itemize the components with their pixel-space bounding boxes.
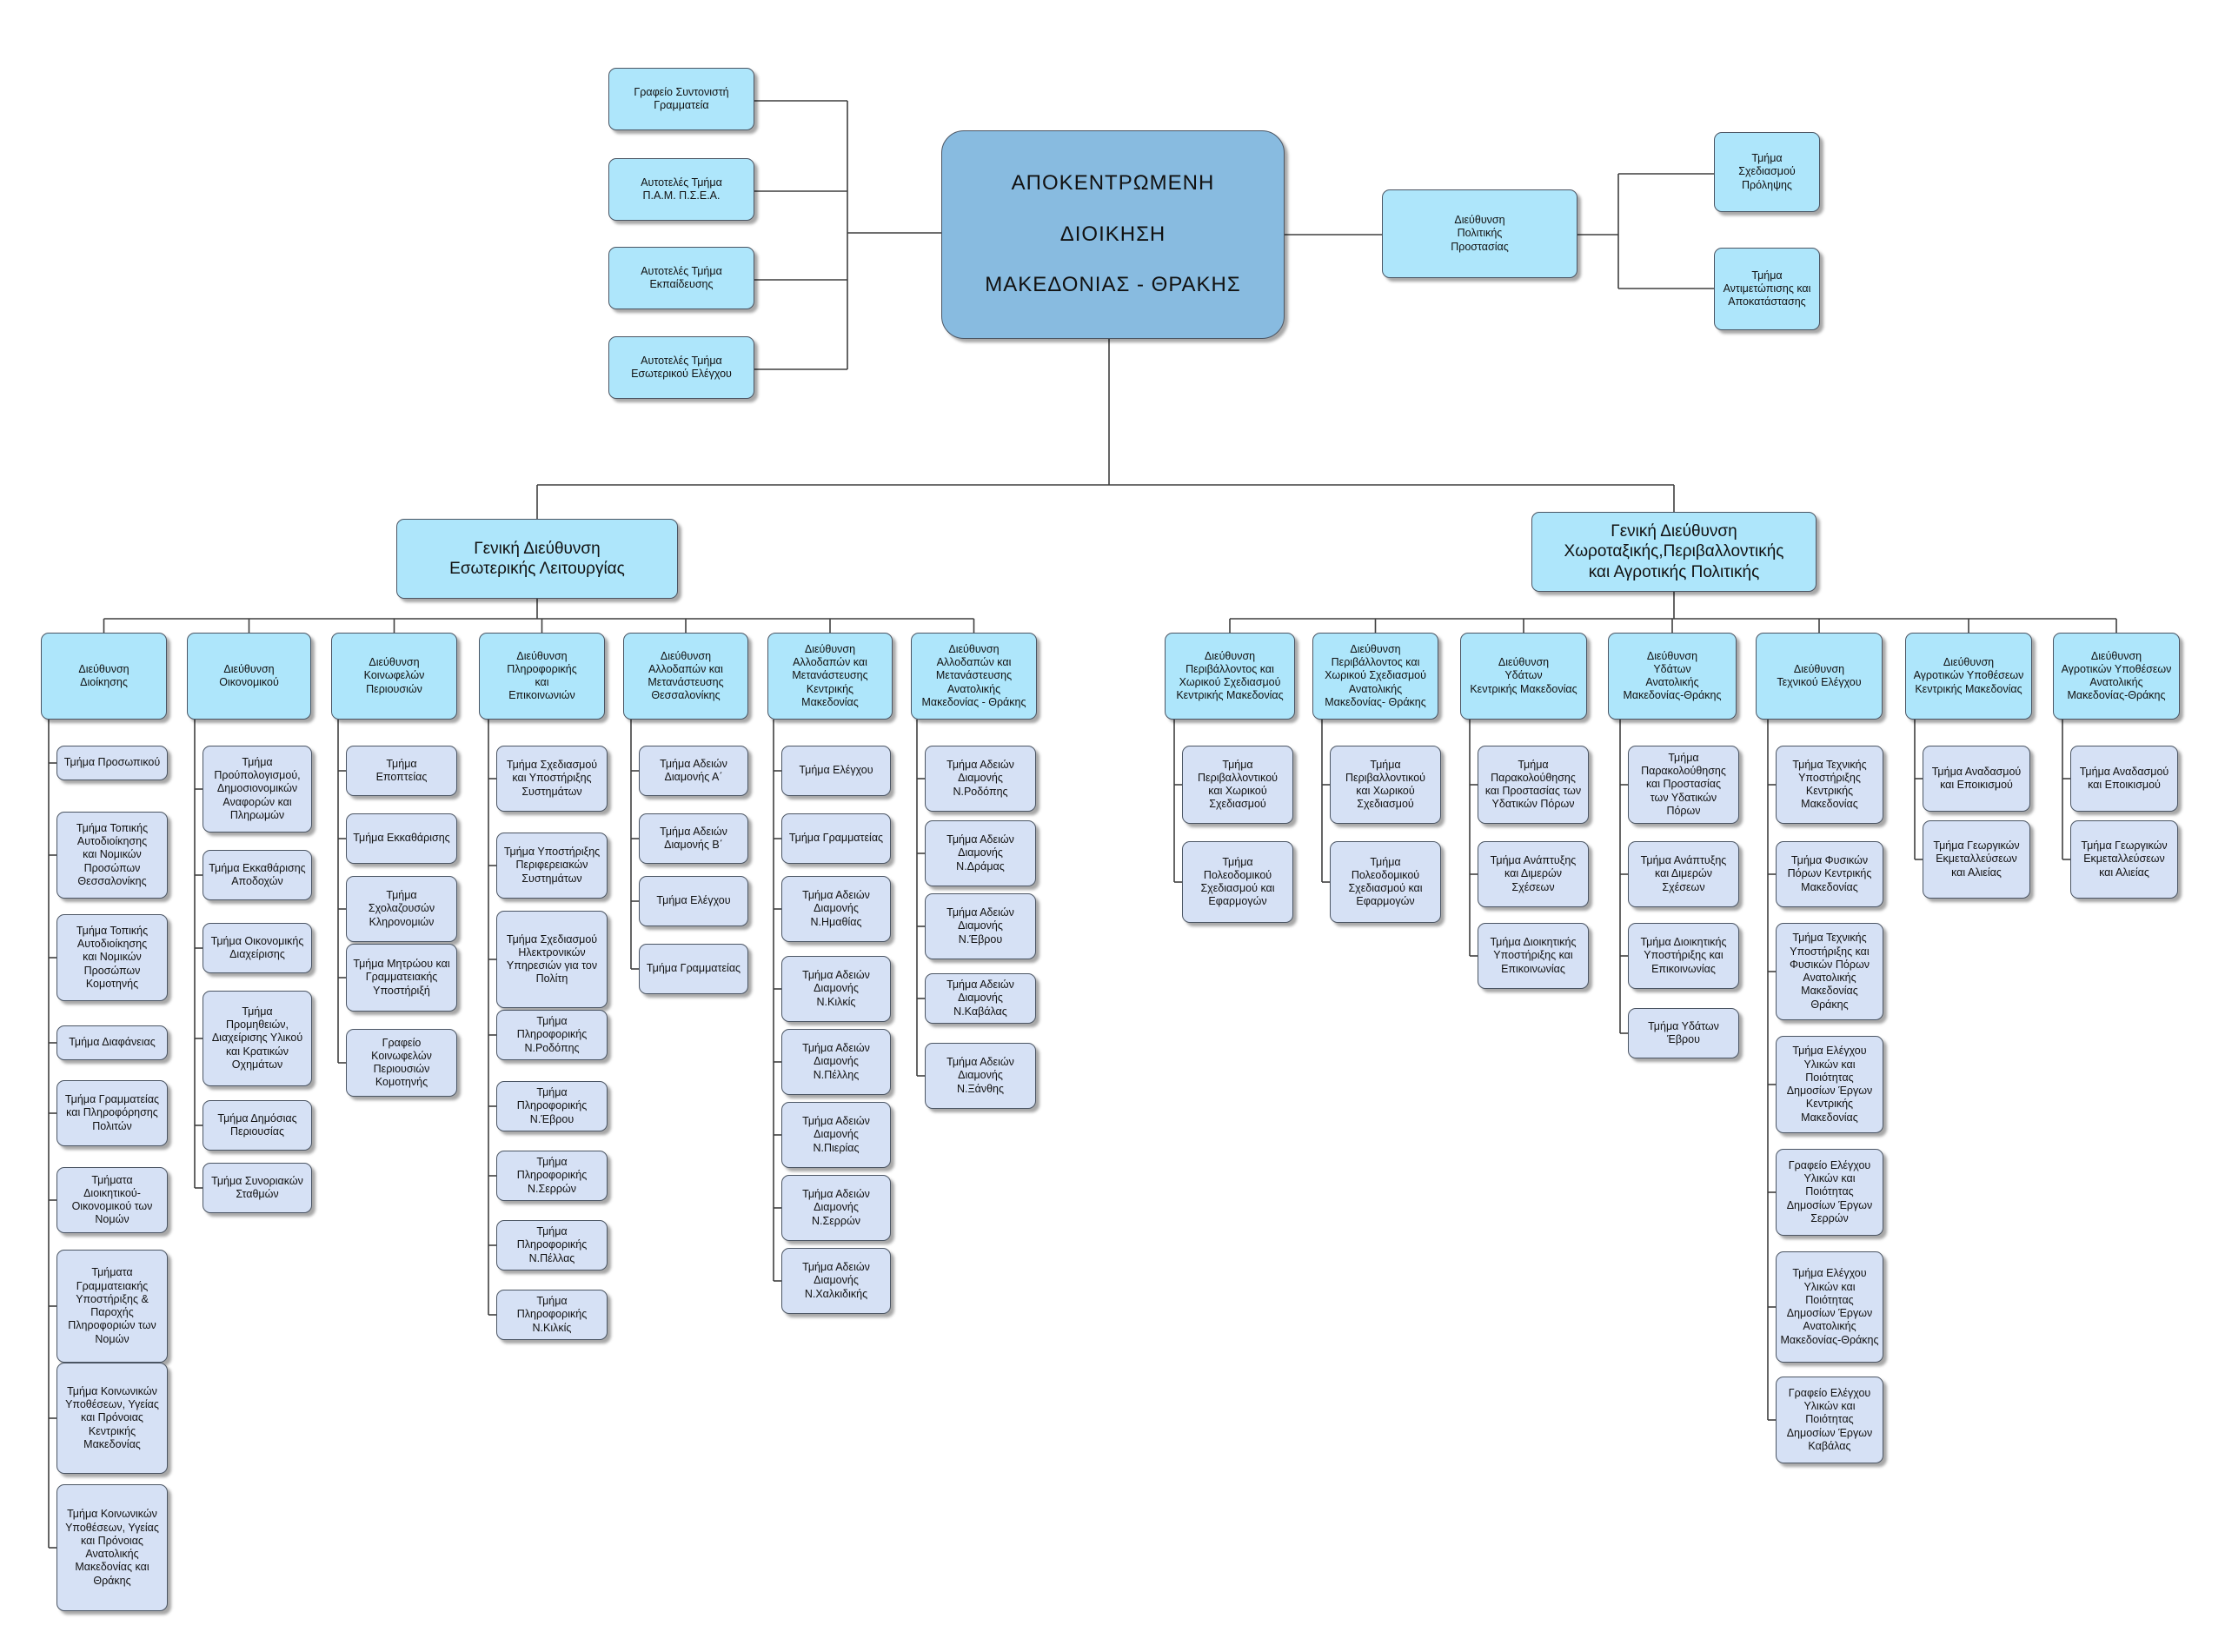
department-box: Τμήμα Φυσικών Πόρων Κεντρικής Μακεδονίας	[1776, 841, 1883, 907]
general-directorate-box: Γενική Διεύθυνση Εσωτερικής Λειτουργίας	[396, 519, 678, 599]
department-box: Τμήμα Αδειών Διαμονής Ν.Ροδόπης	[925, 746, 1036, 812]
department-box: Τμήμα Ελέγχου Υλικών και Ποιότητας Δημοσ…	[1776, 1036, 1883, 1133]
department-box: Τμήμα Πληροφορικής Ν.Έβρου	[496, 1081, 608, 1131]
department-box: Τμήμα Αδειών Διαμονής Ν.Δράμας	[925, 820, 1036, 886]
department-box: Τμήμα Αδειών Διαμονής Ν.Σερρών	[781, 1175, 891, 1241]
directorate-box: Διεύθυνση Διοίκησης	[41, 633, 167, 720]
department-box: Τμήμα Γραμματείας	[781, 813, 891, 864]
department-box: Τμήμα Ανάπτυξης και Διμερών Σχέσεων	[1628, 841, 1739, 907]
department-box: Τμήμα Γραμματείας και Πληροφόρησης Πολιτ…	[56, 1080, 168, 1146]
staff-unit-box: Γραφείο Συντονιστή Γραμματεία	[608, 68, 754, 130]
directorate-box: Διεύθυνση Οικονομικού	[187, 633, 311, 720]
department-box: Τμήμα Διοικητικής Υποστήριξης και Επικοι…	[1628, 923, 1739, 989]
directorate-box: Διεύθυνση Υδάτων Ανατολικής Μακεδονίας-Θ…	[1608, 633, 1737, 720]
department-box: Τμήμα Αδειών Διαμονής Ν.Έβρου	[925, 893, 1036, 959]
department-box: Τμήμα Εκκαθάρισης Αποδοχών	[203, 850, 312, 900]
department-box: Τμήμα Σχεδιασμού και Υποστήριξης Συστημά…	[496, 746, 608, 812]
department-box: Τμήμα Εποπτείας	[346, 746, 457, 796]
directorate-box: Διεύθυνση Αλλοδαπών και Μετανάστευσης Κε…	[767, 633, 893, 720]
department-box: Τμήμα Πολεοδομικού Σχεδιασμού και Εφαρμο…	[1182, 841, 1293, 923]
department-box: Τμήμα Αδειών Διαμονής Ν.Ξάνθης	[925, 1043, 1036, 1109]
department-box: Τμήμα Περιβαλλοντικού και Χωρικού Σχεδια…	[1330, 746, 1441, 824]
department-box: Γραφείο Ελέγχου Υλικών και Ποιότητας Δημ…	[1776, 1149, 1883, 1236]
department-box: Τμήμα Πληροφορικής Ν.Κιλκίς	[496, 1290, 608, 1340]
directorate-box: Διεύθυνση Αλλοδαπών και Μετανάστευσης Θε…	[623, 633, 748, 720]
directorate-box: Διεύθυνση Κοινωφελών Περιουσιών	[331, 633, 457, 720]
department-box: Τμήμα Αδειών Διαμονής Ν.Πιερίας	[781, 1102, 891, 1168]
root-box: ΑΠΟΚΕΝΤΡΩΜΕΝΗ ΔΙΟΙΚΗΣΗ ΜΑΚΕΔΟΝΙΑΣ - ΘΡΑΚ…	[941, 130, 1285, 339]
department-box: Τμήμα Διοικητικής Υποστήριξης και Επικοι…	[1478, 923, 1589, 989]
department-box: Τμήμα Δημόσιας Περιουσίας	[203, 1100, 312, 1151]
directorate-box: Διεύθυνση Υδάτων Κεντρικής Μακεδονίας	[1460, 633, 1587, 720]
department-box: Τμήματα Γραμματειακής Υποστήριξης & Παρο…	[56, 1250, 168, 1363]
directorate-box: Διεύθυνση Αγροτικών Υποθέσεων Ανατολικής…	[2053, 633, 2180, 720]
department-box: Τμήμα Προμηθειών, Διαχείρισης Υλικού και…	[203, 991, 312, 1086]
department-box: Γραφείο Ελέγχου Υλικών και Ποιότητας Δημ…	[1776, 1377, 1883, 1463]
civil-protection-dept-box: Τμήμα Αντιμετώπισης και Αποκατάστασης	[1714, 248, 1820, 330]
department-box: Τμήμα Ελέγχου Υλικών και Ποιότητας Δημοσ…	[1776, 1251, 1883, 1363]
department-box: Τμήμα Κοινωνικών Υποθέσεων, Υγείας και Π…	[56, 1363, 168, 1474]
department-box: Τμήμα Τεχνικής Υποστήριξης Κεντρικής Μακ…	[1776, 746, 1883, 824]
department-box: Τμήμα Υποστήριξης Περιφερειακών Συστημάτ…	[496, 833, 608, 899]
department-box: Τμήματα Διοικητικού- Οικονομικού των Νομ…	[56, 1167, 168, 1233]
department-box: Τμήμα Αδειών Διαμονής Β΄	[639, 813, 748, 864]
department-box: Τμήμα Κοινωνικών Υποθέσεων, Υγείας και Π…	[56, 1484, 168, 1611]
directorate-box: Διεύθυνση Περιβάλλοντος και Χωρικού Σχεδ…	[1165, 633, 1295, 720]
department-box: Τμήμα Τοπικής Αυτοδιοίκησης και Νομικών …	[56, 914, 168, 1001]
department-box: Τμήμα Αδειών Διαμονής Ν.Χαλκιδικής	[781, 1248, 891, 1314]
department-box: Τμήμα Συνοριακών Σταθμών	[203, 1163, 312, 1213]
department-box: Τμήμα Περιβαλλοντικού και Χωρικού Σχεδια…	[1182, 746, 1293, 824]
directorate-box: Διεύθυνση Αλλοδαπών και Μετανάστευσης Αν…	[911, 633, 1037, 720]
department-box: Τμήμα Αδειών Διαμονής Ν.Πέλλης	[781, 1029, 891, 1095]
department-box: Τμήμα Υδάτων Έβρου	[1628, 1008, 1739, 1058]
department-box: Τμήμα Διαφάνειας	[56, 1025, 168, 1060]
department-box: Τμήμα Αδειών Διαμονής Ν.Καβάλας	[925, 973, 1036, 1024]
department-box: Τμήμα Προσωπικού	[56, 746, 168, 780]
department-box: Τμήμα Μητρώου και Γραμματειακής Υποστήρι…	[346, 944, 457, 1012]
department-box: Τμήμα Αδειών Διαμονής Α΄	[639, 746, 748, 796]
department-box: Τμήμα Γεωργικών Εκμεταλλεύσεων και Αλιεί…	[1923, 820, 2030, 899]
general-directorate-box: Γενική Διεύθυνση Χωροταξικής,Περιβαλλοντ…	[1531, 512, 1817, 592]
department-box: Τμήμα Γραμματείας	[639, 944, 748, 994]
staff-unit-box: Αυτοτελές Τμήμα Εκπαίδευσης	[608, 247, 754, 309]
department-box: Τμήμα Ανάπτυξης και Διμερών Σχέσεων	[1478, 841, 1589, 907]
department-box: Τμήμα Πολεοδομικού Σχεδιασμού και Εφαρμο…	[1330, 841, 1441, 923]
civil-protection-dept-box: Τμήμα Σχεδιασμού Πρόληψης	[1714, 132, 1820, 212]
department-box: Τμήμα Πληροφορικής Ν.Ροδόπης	[496, 1010, 608, 1060]
department-box: Τμήμα Αναδασμού και Εποικισμού	[1923, 746, 2030, 812]
staff-unit-box: Αυτοτελές Τμήμα Εσωτερικού Ελέγχου	[608, 336, 754, 399]
department-box: Τμήμα Σχολαζουσών Κληρονομιών	[346, 876, 457, 942]
department-box: Τμήμα Γεωργικών Εκμεταλλεύσεων και Αλιεί…	[2070, 820, 2178, 899]
department-box: Τμήμα Πληροφορικής Ν.Σερρών	[496, 1151, 608, 1201]
department-box: Τμήμα Οικονομικής Διαχείρισης	[203, 923, 312, 973]
directorate-box: Διεύθυνση Πληροφορικής και Επικοινωνιών	[479, 633, 605, 720]
department-box: Τμήμα Εκκαθάρισης	[346, 813, 457, 864]
department-box: Τμήμα Ελέγχου	[781, 746, 891, 796]
staff-unit-box: Αυτοτελές Τμήμα Π.Α.Μ. Π.Σ.Ε.Α.	[608, 158, 754, 221]
department-box: Τμήμα Τοπικής Αυτοδιοίκησης και Νομικών …	[56, 812, 168, 899]
civil-protection-box: Διεύθυνση Πολιτικής Προστασίας	[1382, 189, 1577, 278]
department-box: Τμήμα Αναδασμού και Εποικισμού	[2070, 746, 2178, 812]
directorate-box: Διεύθυνση Περιβάλλοντος και Χωρικού Σχεδ…	[1312, 633, 1438, 720]
department-box: Τμήμα Παρακολούθησης και Προστασίας των …	[1628, 746, 1739, 824]
department-box: Τμήμα Αδειών Διαμονής Ν.Ημαθίας	[781, 876, 891, 942]
directorate-box: Διεύθυνση Τεχνικού Ελέγχου	[1756, 633, 1883, 720]
department-box: Τμήμα Σχεδιασμού Ηλεκτρονικών Υπηρεσιών …	[496, 911, 608, 1008]
directorate-box: Διεύθυνση Αγροτικών Υποθέσεων Κεντρικής …	[1905, 633, 2032, 720]
department-box: Τμήμα Αδειών Διαμονής Ν.Κιλκίς	[781, 956, 891, 1022]
department-box: Τμήμα Προύπολογισμού, Δημοσιονομικών Ανα…	[203, 746, 312, 833]
department-box: Τμήμα Τεχνικής Υποστήριξης και Φυσικών Π…	[1776, 923, 1883, 1020]
department-box: Τμήμα Παρακολούθησης και Προστασίας των …	[1478, 746, 1589, 824]
department-box: Τμήμα Ελέγχου	[639, 876, 748, 926]
department-box: Τμήμα Πληροφορικής Ν.Πέλλας	[496, 1220, 608, 1271]
department-box: Γραφείο Κοινωφελών Περιουσιών Κομοτηνής	[346, 1029, 457, 1097]
